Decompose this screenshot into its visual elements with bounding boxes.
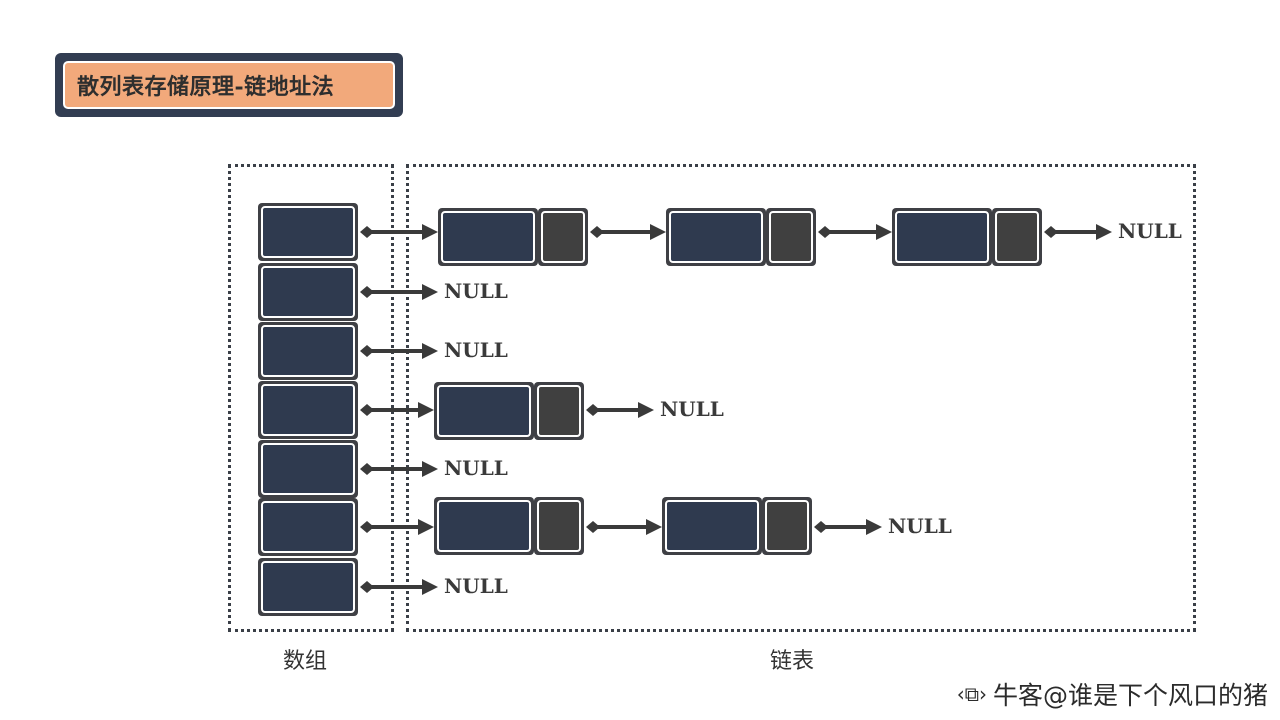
array-slot-1: [261, 266, 355, 318]
null-arrow-6-head: [422, 579, 438, 595]
null-label-5: NULL: [888, 514, 952, 538]
node-data-5-1: [665, 500, 759, 552]
node-next-3-0: [537, 385, 581, 437]
pointer-arrow-0-1-diamond: [590, 226, 604, 238]
array-slot-2: [261, 325, 355, 377]
node-next-5-1: [765, 500, 809, 552]
pointer-arrow-0-2-diamond: [818, 226, 832, 238]
watermark: ‹⧉› 牛客@谁是下个风口的猪: [957, 676, 1268, 712]
pointer-arrow-5-1-head: [646, 519, 662, 535]
node-next-5-0: [537, 500, 581, 552]
null-arrow-4-head: [422, 461, 438, 477]
node-data-0-2: [895, 211, 989, 263]
null-arrow-4-diamond: [360, 463, 374, 475]
null-arrow-3-diamond: [586, 404, 600, 416]
linked-list-region: [406, 164, 1196, 632]
null-label-6: NULL: [444, 574, 508, 598]
title-banner: 散列表存储原理-链地址法: [55, 53, 403, 117]
array-slot-0: [261, 206, 355, 258]
node-data-5-0: [437, 500, 531, 552]
null-arrow-6-diamond: [360, 581, 374, 593]
nowcoder-logo-icon: ‹⧉›: [956, 682, 987, 706]
pointer-arrow-0-1-head: [650, 224, 666, 240]
null-label-3: NULL: [660, 397, 724, 421]
array-slot-4: [261, 443, 355, 495]
null-label-1: NULL: [444, 279, 508, 303]
null-arrow-0-head: [1096, 224, 1112, 240]
pointer-arrow-5-0-head: [418, 519, 434, 535]
linked-list-caption: 链表: [770, 649, 815, 674]
pointer-arrow-5-1-diamond: [586, 521, 600, 533]
node-data-3-0: [437, 385, 531, 437]
node-next-0-2: [995, 211, 1039, 263]
null-arrow-0-diamond: [1044, 226, 1058, 238]
diagram-title: 散列表存储原理-链地址法: [63, 61, 395, 109]
watermark-text: 牛客@谁是下个风口的猪: [992, 681, 1268, 710]
node-data-0-1: [669, 211, 763, 263]
node-next-0-0: [541, 211, 585, 263]
null-arrow-1-diamond: [360, 286, 374, 298]
null-arrow-1-head: [422, 284, 438, 300]
pointer-arrow-0-0-diamond: [360, 226, 374, 238]
pointer-arrow-0-0-head: [422, 224, 438, 240]
array-slot-6: [261, 561, 355, 613]
array-caption: 数组: [283, 649, 328, 674]
array-slot-3: [261, 384, 355, 436]
null-arrow-3-head: [638, 402, 654, 418]
null-arrow-5-diamond: [814, 521, 828, 533]
null-arrow-2-diamond: [360, 345, 374, 357]
array-slot-5: [261, 501, 355, 553]
pointer-arrow-3-0-diamond: [360, 404, 374, 416]
array-region: [228, 164, 394, 632]
null-arrow-5-head: [866, 519, 882, 535]
null-label-4: NULL: [444, 456, 508, 480]
null-label-2: NULL: [444, 338, 508, 362]
node-data-0-0: [441, 211, 535, 263]
null-label-0: NULL: [1118, 219, 1182, 243]
pointer-arrow-5-0-diamond: [360, 521, 374, 533]
null-arrow-2-head: [422, 343, 438, 359]
pointer-arrow-3-0-head: [418, 402, 434, 418]
node-next-0-1: [769, 211, 813, 263]
pointer-arrow-0-2-head: [876, 224, 892, 240]
